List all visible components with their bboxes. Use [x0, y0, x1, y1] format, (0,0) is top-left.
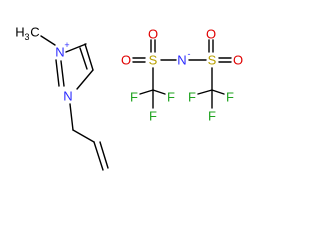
n-ring-label: N [63, 89, 72, 104]
bond-c4-c5 [84, 43, 94, 71]
bond-ch2-ch [72, 129, 95, 143]
f-left-1-label: F [130, 90, 138, 105]
bond-cl-f2 [152, 89, 166, 95]
s-left-label: S [149, 53, 158, 68]
bond-ch-ch2-double-b [99, 141, 109, 169]
bond-n-c4 [65, 43, 87, 53]
n-plus-label: N [55, 45, 64, 60]
f-left-3-label: F [149, 109, 157, 124]
n-minus-charge: - [188, 49, 191, 59]
anion-structure: O O S N - O S O F F F F F F [121, 27, 243, 124]
bond-cl-f1 [139, 89, 154, 95]
o-right-top-label: O [206, 27, 216, 42]
bond-c4-c5-double [79, 47, 88, 70]
methyl-h-label: H [15, 25, 24, 40]
n-minus-label: N [177, 53, 186, 68]
bond-methyl-n [40, 35, 56, 46]
f-right-3-label: F [208, 109, 216, 124]
n-plus-charge: + [64, 40, 69, 50]
cation-structure: H 3 C N + N [15, 25, 109, 171]
bond-c5-n1 [76, 69, 94, 90]
o-right-side-label: O [233, 53, 243, 68]
f-right-2-label: F [226, 90, 234, 105]
bond-n3-c2-double [55, 59, 60, 87]
f-right-1-label: F [188, 90, 196, 105]
bond-cr-f1 [197, 89, 213, 95]
bond-cr-f2 [211, 89, 225, 95]
methyl-c-label: C [30, 25, 39, 40]
methyl-h-subscript: 3 [24, 32, 29, 42]
molecule-svg: H 3 C N + N O O [15, 25, 243, 171]
o-left-side-label: O [121, 53, 131, 68]
o-left-top-label: O [148, 27, 158, 42]
bond-ch-ch2-double-a [93, 141, 104, 171]
s-right-label: S [208, 53, 217, 68]
bond-n1-ch2 [69, 103, 74, 131]
bond-n3-c2 [60, 60, 65, 87]
structure-diagram: H 3 C N + N O O [15, 24, 244, 171]
f-left-2-label: F [167, 90, 175, 105]
